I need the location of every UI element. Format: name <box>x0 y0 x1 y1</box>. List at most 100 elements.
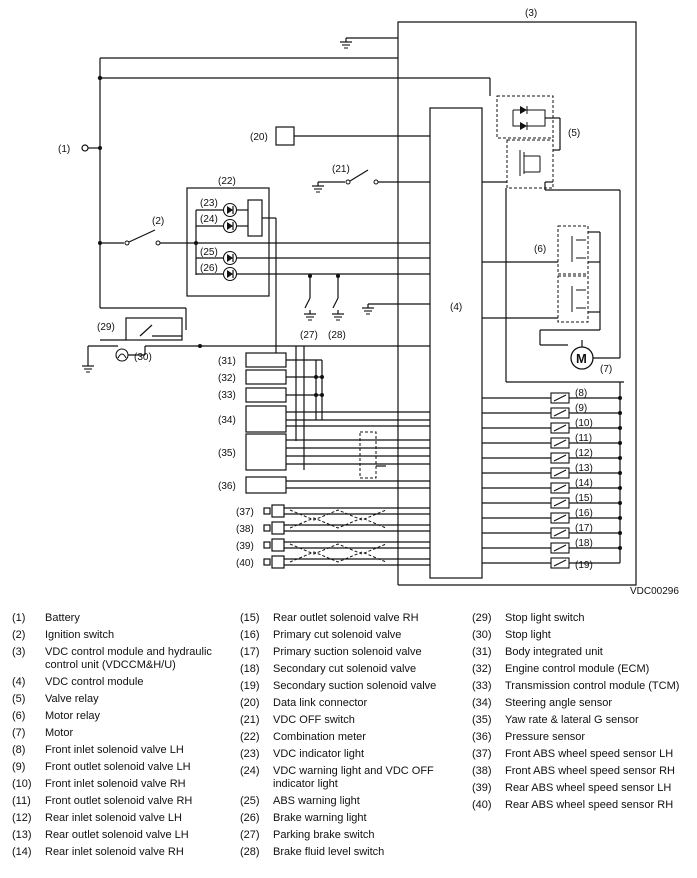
legend-item: (25)ABS warning light <box>240 795 360 807</box>
label-valve-18: (18) <box>575 538 593 549</box>
legend-item: (30)Stop light <box>472 629 551 641</box>
data-link-connector <box>275 126 295 146</box>
legend-item: (20)Data link connector <box>240 697 368 709</box>
label-valve-relay: (5) <box>568 128 580 139</box>
legend-item: (16)Primary cut solenoid valve <box>240 629 402 641</box>
wheel-speed-sensors <box>263 504 430 569</box>
legend-column-3: (29)Stop light switch (30)Stop light (31… <box>472 612 694 816</box>
combination-meter <box>186 187 430 297</box>
label-vdc-indicator: (23) <box>200 198 218 209</box>
vdccm-hu-boundary <box>397 21 637 586</box>
legend-item: (36)Pressure sensor <box>472 731 586 743</box>
legend-item: (11)Front outlet solenoid valve RH <box>12 795 193 807</box>
legend-item: (37)Front ABS wheel speed sensor LH <box>472 748 674 760</box>
label-yaw-rate-sensor: (35) <box>218 448 236 459</box>
component-labels: (1) (2) (3) (4) (5) (6) (7) M (8) (9) (1… <box>58 8 612 571</box>
legend-item: (1)Battery <box>12 612 80 624</box>
vdc-control-module <box>429 107 483 579</box>
legend-item: (21)VDC OFF switch <box>240 714 355 726</box>
wiring-diagram: (1) (2) (3) (4) (5) (6) (7) M (8) (9) (1… <box>58 8 637 586</box>
vdc-off-switch <box>311 169 430 193</box>
legend: (1)Battery (2)Ignition switch (3)VDC con… <box>0 612 697 874</box>
label-valve-12: (12) <box>575 448 593 459</box>
label-valve-13: (13) <box>575 463 593 474</box>
label-valve-9: (9) <box>575 403 587 414</box>
legend-item: (22)Combination meter <box>240 731 366 743</box>
legend-item: (35)Yaw rate & lateral G sensor <box>472 714 639 726</box>
legend-item: (10)Front inlet solenoid valve RH <box>12 778 186 790</box>
legend-item: (7)Motor <box>12 727 74 739</box>
legend-item: (27)Parking brake switch <box>240 829 375 841</box>
label-rear-abs-lh: (39) <box>236 541 254 552</box>
legend-item: (39)Rear ABS wheel speed sensor LH <box>472 782 672 794</box>
solenoid-valves <box>482 382 622 569</box>
legend-item: (24)VDC warning light and VDC OFF indica… <box>240 765 434 790</box>
label-steering-angle-sensor: (34) <box>218 415 236 426</box>
label-parking-brake-switch: (27) <box>300 330 318 341</box>
label-battery: (1) <box>58 144 70 155</box>
legend-item: (34)Steering angle sensor <box>472 697 613 709</box>
label-vdccm-hu: (3) <box>525 8 537 19</box>
legend-item: (31)Body integrated unit <box>472 646 603 658</box>
label-data-link-connector: (20) <box>250 132 268 143</box>
legend-item: (38)Front ABS wheel speed sensor RH <box>472 765 675 777</box>
legend-item: (28)Brake fluid level switch <box>240 846 385 858</box>
label-brake-warning: (26) <box>200 263 218 274</box>
legend-item: (13)Rear outlet solenoid valve LH <box>12 829 189 841</box>
label-front-abs-rh: (38) <box>236 524 254 535</box>
label-vdc-warning: (24) <box>200 214 218 225</box>
label-brake-fluid-switch: (28) <box>328 330 346 341</box>
label-rear-abs-rh: (40) <box>236 558 254 569</box>
stop-light-circuit <box>81 307 430 373</box>
legend-item: (32)Engine control module (ECM) <box>472 663 650 675</box>
label-vdc-control-module: (4) <box>450 302 462 313</box>
legend-item: (17)Primary suction solenoid valve <box>240 646 422 658</box>
label-front-abs-lh: (37) <box>236 507 254 518</box>
label-abs-warning: (25) <box>200 247 218 258</box>
label-body-integrated-unit: (31) <box>218 356 236 367</box>
legend-item: (9)Front outlet solenoid valve LH <box>12 761 191 773</box>
legend-item: (33)Transmission control module (TCM) <box>472 680 680 692</box>
label-motor-relay: (6) <box>534 244 546 255</box>
legend-item: (5)Valve relay <box>12 693 99 705</box>
legend-item: (4)VDC control module <box>12 676 144 688</box>
legend-item: (6)Motor relay <box>12 710 101 722</box>
legend-item: (29)Stop light switch <box>472 612 585 624</box>
legend-item: (12)Rear inlet solenoid valve LH <box>12 812 182 824</box>
legend-item: (40)Rear ABS wheel speed sensor RH <box>472 799 674 811</box>
legend-item: (8)Front inlet solenoid valve LH <box>12 744 184 756</box>
motor-relay-and-motor <box>482 188 624 383</box>
label-valve-15: (15) <box>575 493 593 504</box>
label-valve-14: (14) <box>575 478 593 489</box>
label-tcm: (33) <box>218 390 236 401</box>
legend-item: (18)Secondary cut solenoid valve <box>240 663 417 675</box>
legend-column-1: (1)Battery (2)Ignition switch (3)VDC con… <box>12 612 224 863</box>
label-valve-16: (16) <box>575 508 593 519</box>
label-combination-meter: (22) <box>218 176 236 187</box>
label-valve-19: (19) <box>575 560 593 571</box>
power-wiring <box>81 37 491 308</box>
label-stop-light-switch: (29) <box>97 322 115 333</box>
legend-item: (2)Ignition switch <box>12 629 115 641</box>
legend-item: (3)VDC control module and hydraulic cont… <box>12 646 212 671</box>
legend-item: (26)Brake warning light <box>240 812 367 824</box>
label-valve-10: (10) <box>575 418 593 429</box>
label-stop-light: (30) <box>134 352 152 363</box>
motor-symbol: M <box>576 351 587 366</box>
diagram-code: VDC00296 <box>630 586 679 597</box>
label-pressure-sensor: (36) <box>218 481 236 492</box>
label-vdc-off-switch: (21) <box>332 164 350 175</box>
label-valve-8: (8) <box>575 388 587 399</box>
legend-item: (23)VDC indicator light <box>240 748 365 760</box>
parking-and-fluid-switches <box>303 274 430 321</box>
label-valve-17: (17) <box>575 523 593 534</box>
legend-item: (19)Secondary suction solenoid valve <box>240 680 437 692</box>
legend-column-2: (15)Rear outlet solenoid valve RH (16)Pr… <box>240 612 460 863</box>
label-motor: (7) <box>600 364 612 375</box>
label-ignition-switch: (2) <box>152 216 164 227</box>
valve-relay <box>482 95 561 190</box>
ignition-switch <box>98 229 430 246</box>
ecu-blocks <box>245 218 430 494</box>
legend-item: (14)Rear inlet solenoid valve RH <box>12 846 184 858</box>
label-ecm: (32) <box>218 373 236 384</box>
